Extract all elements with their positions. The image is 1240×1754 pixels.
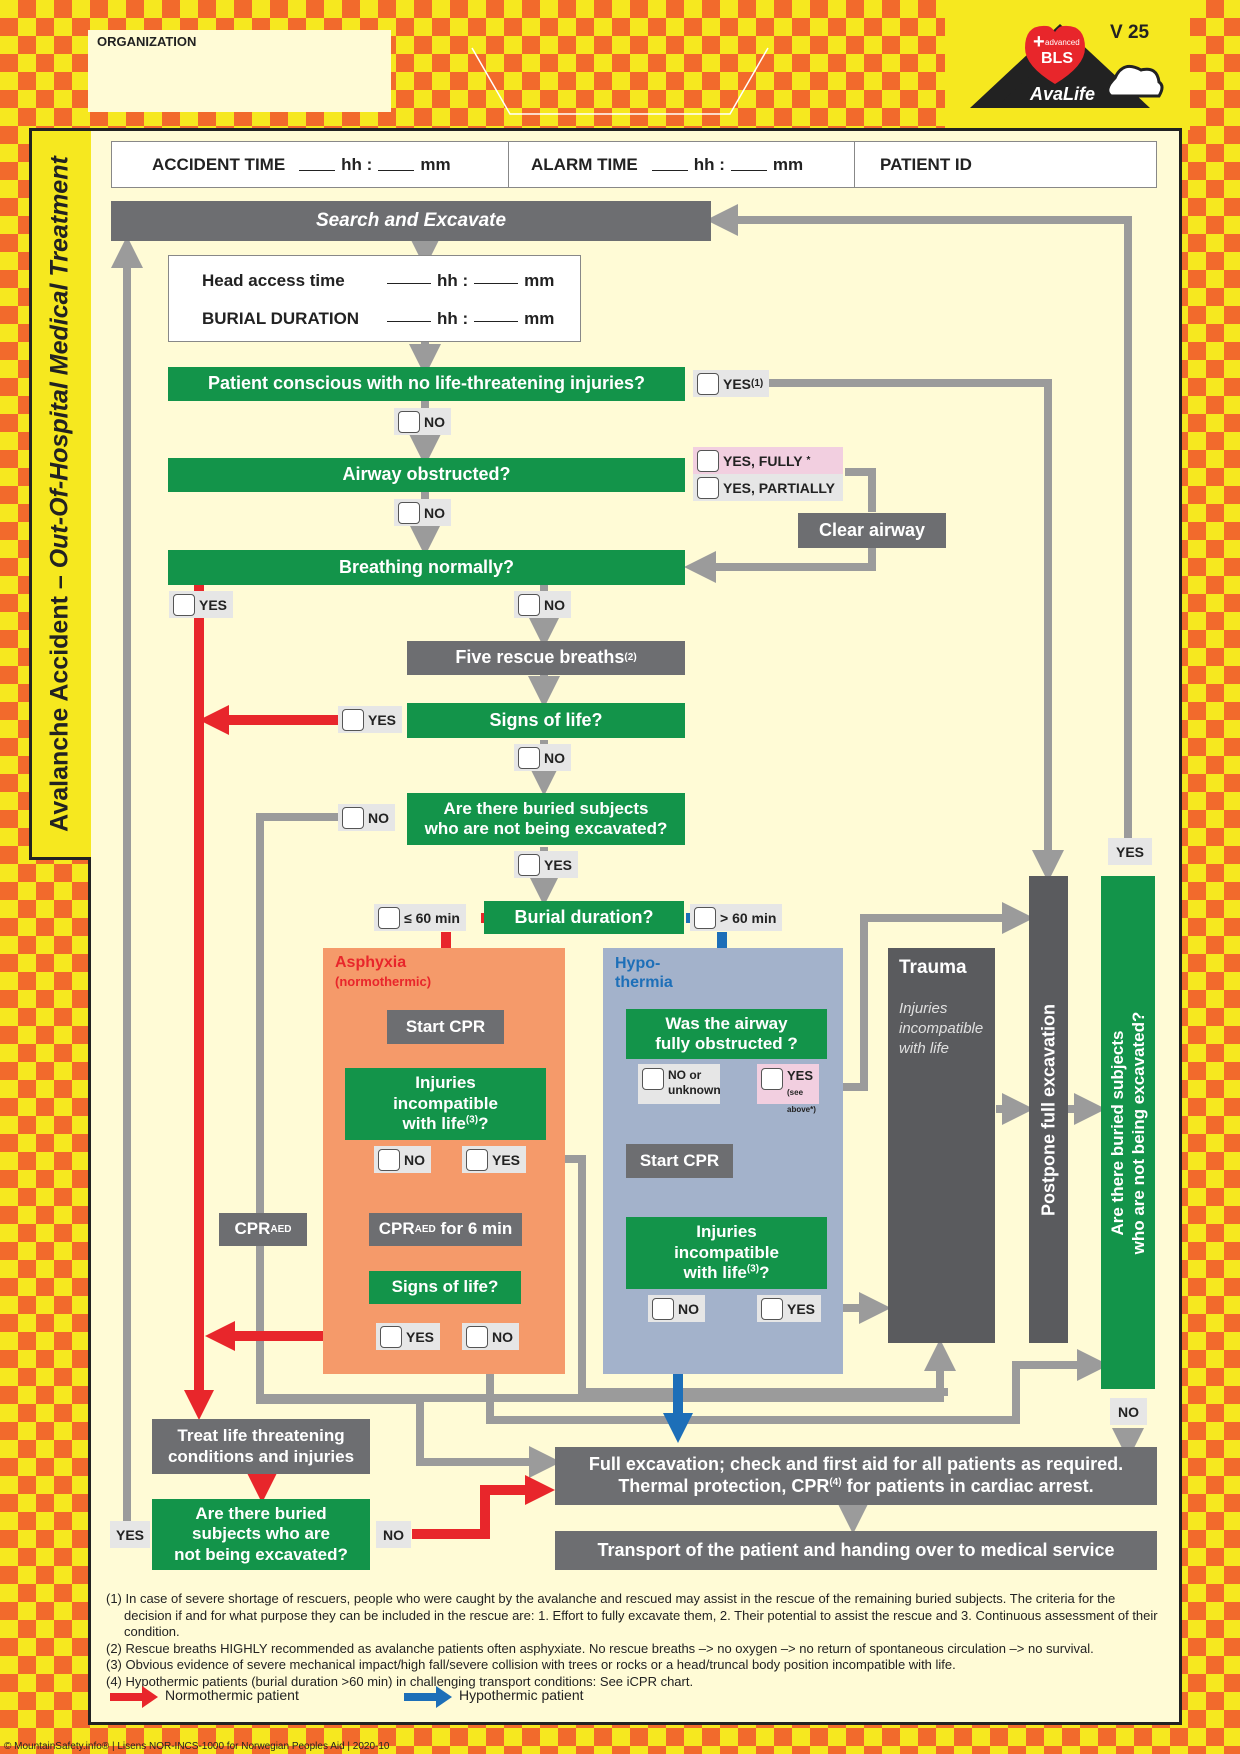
organization-label: ORGANIZATION [97,34,197,49]
header-decoration [471,47,769,115]
clear-airway-node: Clear airway [798,513,946,548]
breathing-question: Breathing normally? [168,550,685,585]
signs-of-life-2-question: Signs of life? [369,1271,521,1304]
breathing-yes-checkbox[interactable]: YES [169,591,234,618]
footnote-1: (1) In case of severe shortage of rescue… [106,1591,1158,1639]
conscious-yes-checkbox[interactable]: YES(1) [693,370,770,397]
burial-duration-label: BURIAL DURATION [202,309,360,328]
side-title-bar [29,128,91,860]
airway-question: Airway obstructed? [168,458,685,492]
organization-field[interactable]: ORGANIZATION [88,30,391,112]
footnote-3: (3) Obvious evidence of severe mechanica… [106,1657,956,1672]
footnote-2: (2) Rescue breaths HIGHLY recommended as… [106,1640,1094,1656]
full-excavation-node: Full excavation; check and first aid for… [555,1447,1157,1505]
avalife-logo-icon: + advanced BLS AvaLife [970,24,1164,108]
start-cpr-hypothermia: Start CPR [626,1144,733,1178]
airway-no-checkbox[interactable]: NO [394,499,451,526]
signs-life-2-yes-checkbox[interactable]: YES [376,1323,441,1350]
alarm-time-cell[interactable]: ALARM TIME hh : mm [509,142,855,187]
patient-id-label: PATIENT ID [880,154,972,174]
asphyxia-label: Asphyxia [335,954,407,971]
start-cpr-asphyxia: Start CPR [387,1010,504,1044]
airway-yes-partially-checkbox[interactable]: YES, PARTIALLY [693,474,843,501]
footnote-4: (4) Hypothermic patients (burial duratio… [106,1673,694,1689]
transport-node: Transport of the patient and handing ove… [555,1531,1157,1570]
gt60-checkbox[interactable]: > 60 min [690,904,783,931]
access-time-box[interactable]: Head access time BURIAL DURATION hh :mm … [168,255,581,342]
breathing-no-checkbox[interactable]: NO [514,591,571,618]
logo-name: AvaLife [1029,84,1095,104]
buried-yes-checkbox[interactable]: YES [514,851,579,878]
logo-bls: BLS [1041,50,1073,67]
head-access-label: Head access time [202,271,345,290]
trauma-note: Injuries incompatible with life [899,1000,984,1057]
bottom-buried-no-label: NO [376,1521,411,1548]
hypo-airway-yes-checkbox[interactable]: YES(see above*) [757,1064,819,1114]
postpone-label: Postpone full excavation [1038,1003,1058,1216]
legend-hypothermic: Hypothermic patient [459,1687,584,1703]
alarm-hh: hh : [693,154,725,174]
credit-line: © MountainSafety.info® | Lisens NOR-INCS… [4,1741,390,1752]
version-label: V 25 [1110,22,1150,43]
le60-checkbox[interactable]: ≤ 60 min [374,904,466,931]
alarm-mm: mm [772,154,804,174]
trauma-node: Trauma Injuries incompatible with life [888,948,995,1343]
asphyxia-sublabel: (normothermic) [335,974,432,989]
legend-normothermic: Normothermic patient [165,1687,299,1703]
conscious-question: Patient conscious with no life-threateni… [168,367,685,401]
logo-advanced: advanced [1045,38,1080,47]
accident-mm: mm [420,154,451,174]
hypothermia-label: Hypo-thermia [615,955,673,991]
legend-red-arrow-icon [110,1686,158,1708]
burial-duration-time: hh :mm [381,309,554,329]
postpone-excavation-node: Postpone full excavation [1029,876,1068,1343]
svg-text:+: + [1033,31,1045,53]
accident-time-label: ACCIDENT TIME [152,154,286,174]
vertical-buried-yes-label: YES [1108,838,1153,865]
hypo-injuries-yes-checkbox[interactable]: YES [757,1295,822,1322]
buried-no-checkbox[interactable]: NO [338,804,395,831]
trauma-label: Trauma [899,957,967,978]
patient-id-cell[interactable]: PATIENT ID [855,142,1156,187]
legend-blue-arrow-icon [404,1686,452,1708]
airway-yes-fully-checkbox[interactable]: YES, FULLY * [693,447,843,474]
alarm-time-label: ALARM TIME [531,154,638,174]
head-access-time: hh :mm [381,271,554,291]
signs-of-life-question: Signs of life? [407,703,685,738]
burial-duration-question: Burial duration? [484,901,684,934]
bottom-buried-yes-label: YES [110,1521,151,1548]
time-bar: ACCIDENT TIME hh : mm ALARM TIME hh : mm… [111,141,1157,188]
accident-time-cell[interactable]: ACCIDENT TIME hh : mm [112,142,509,187]
accident-hh: hh : [341,154,373,174]
signs-life-yes-checkbox[interactable]: YES [338,706,403,733]
hypo-injuries-no-checkbox[interactable]: NO [648,1295,705,1322]
search-excavate-node: Search and Excavate [111,201,711,241]
signs-life-2-no-checkbox[interactable]: NO [462,1323,519,1350]
signs-life-no-checkbox[interactable]: NO [514,744,571,771]
five-rescue-breaths-node: Five rescue breaths(2) [407,641,685,675]
footnotes: (1) In case of severe shortage of rescue… [106,1591,1166,1690]
asphyxia-injuries-yes-checkbox[interactable]: YES [462,1146,527,1173]
vertical-buried-no-label: NO [1110,1398,1147,1425]
conscious-no-checkbox[interactable]: NO [394,408,451,435]
asphyxia-injuries-no-checkbox[interactable]: NO [374,1146,431,1173]
